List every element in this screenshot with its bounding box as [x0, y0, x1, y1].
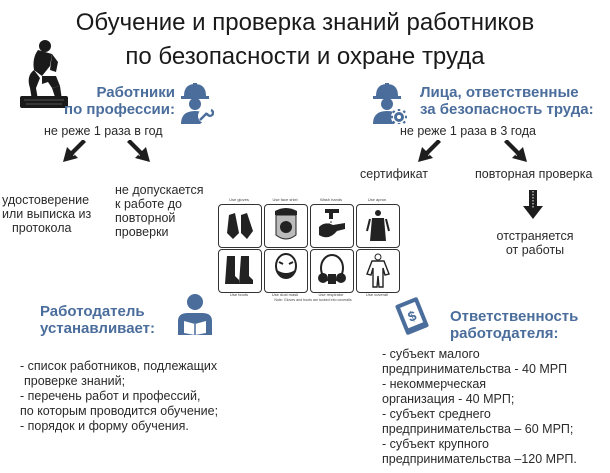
- workers-left-line3: протокола: [12, 221, 72, 235]
- liability-item: организация - 40 МРП;: [382, 392, 515, 406]
- ppe-label-boots: Use boots: [229, 292, 248, 297]
- liability-item: предпринимательства –120 МРП.: [382, 452, 577, 466]
- responsible-certificate: сертификат: [360, 167, 428, 181]
- workers-left-line1: удостоверение: [2, 193, 90, 207]
- responsible-person-gear-icon: [373, 83, 407, 124]
- arrow-down-right-icon: [127, 140, 150, 162]
- wash-hands-icon: [310, 204, 354, 248]
- employer-item: - перечень работ и профессий,: [20, 389, 201, 403]
- ppe-label-wash-hands: Wash hands: [319, 197, 343, 202]
- liability-item: предпринимательства - 40 МРП: [382, 362, 568, 376]
- ppe-label-apron: Use apron: [367, 197, 387, 202]
- ppe-label-gloves: Use gloves: [229, 197, 249, 202]
- liability-heading-line1: Ответственность: [450, 308, 579, 325]
- workers-heading-line1: Работники: [96, 84, 175, 101]
- employer-item: - список работников, подлежащих: [20, 359, 218, 373]
- boots-icon: [218, 249, 262, 293]
- responsible-frequency: не реже 1 раза в 3 года: [400, 124, 536, 138]
- responsible-result: отстраняется от работы: [480, 229, 590, 257]
- employer-reading-icon: [178, 294, 212, 335]
- page-title-line1: Обучение и проверка знаний работников: [75, 9, 535, 36]
- workers-frequency: не реже 1 раза в год: [44, 124, 163, 138]
- responsible-result-line2: от работы: [505, 243, 565, 257]
- liability-item: - некоммерческая: [382, 377, 487, 391]
- respirator-icon: [310, 249, 354, 293]
- workers-right-line2: к работе до: [115, 197, 182, 211]
- employer-item: проверке знаний;: [24, 374, 126, 388]
- gloves-icon: [218, 204, 262, 248]
- page-title-line2: по безопасности и охране труда: [125, 43, 485, 70]
- arrow-down-left-icon: [418, 140, 441, 162]
- liability-item: - субъект среднего: [382, 407, 491, 421]
- liability-item: - субъект крупного: [382, 437, 489, 451]
- thinker-statue-icon: [20, 40, 68, 108]
- employer-heading-line2: устанавливает:: [40, 320, 156, 337]
- ppe-grid: Use gloves Use face shiel Wash hands Use…: [218, 195, 400, 305]
- dust-mask-icon: [264, 249, 308, 293]
- ppe-label-dust-mask: Use dust mask: [271, 292, 299, 297]
- employer-item: по которым проводится обучение;: [20, 404, 219, 418]
- face-shield-icon: [264, 204, 308, 248]
- ppe-label-face-shield: Use face shiel: [272, 197, 298, 202]
- workers-not-allowed-text: не допускается к работе до повторной про…: [115, 183, 204, 239]
- liability-list: - субъект малого предпринимательства - 4…: [382, 347, 602, 467]
- workers-right-line3: повторной: [115, 211, 176, 225]
- workers-heading-line2: по профессии:: [64, 101, 175, 118]
- liability-item: - субъект малого: [382, 347, 480, 361]
- workers-right-line4: проверки: [115, 225, 169, 239]
- money-document-icon: $: [395, 297, 429, 335]
- arrow-down-icon: [523, 190, 543, 219]
- responsible-heading-line2: за безопасность труда:: [420, 101, 594, 118]
- apron-icon: [356, 204, 400, 248]
- workers-right-line1: не допускается: [115, 183, 204, 197]
- ppe-label-coverall: Use coverall: [365, 292, 388, 297]
- arrow-down-right-icon: [504, 140, 527, 162]
- employer-list: - список работников, подлежащих проверке…: [20, 359, 240, 434]
- employer-heading-line1: Работодатель: [40, 303, 145, 320]
- workers-left-line2: или выписка из: [2, 207, 92, 221]
- coverall-icon: [356, 249, 400, 293]
- liability-item: предпринимательства – 60 МРП;: [382, 422, 574, 436]
- liability-heading-line2: работодателя:: [450, 325, 559, 342]
- responsible-result-line1: отстраняется: [496, 229, 574, 243]
- worker-helmet-icon: [181, 83, 214, 124]
- workers-certificate-text: удостоверение или выписка из протокола: [2, 193, 91, 235]
- ppe-note: Note: Gloves and boots are tucked into c…: [274, 298, 352, 302]
- responsible-recheck: повторная проверка: [475, 167, 593, 181]
- responsible-heading-line1: Лица, ответственные: [420, 84, 579, 101]
- arrow-down-left-icon: [63, 140, 86, 162]
- ppe-label-respirator: Use respirator: [318, 292, 344, 297]
- employer-item: - порядок и форму обучения.: [20, 419, 189, 433]
